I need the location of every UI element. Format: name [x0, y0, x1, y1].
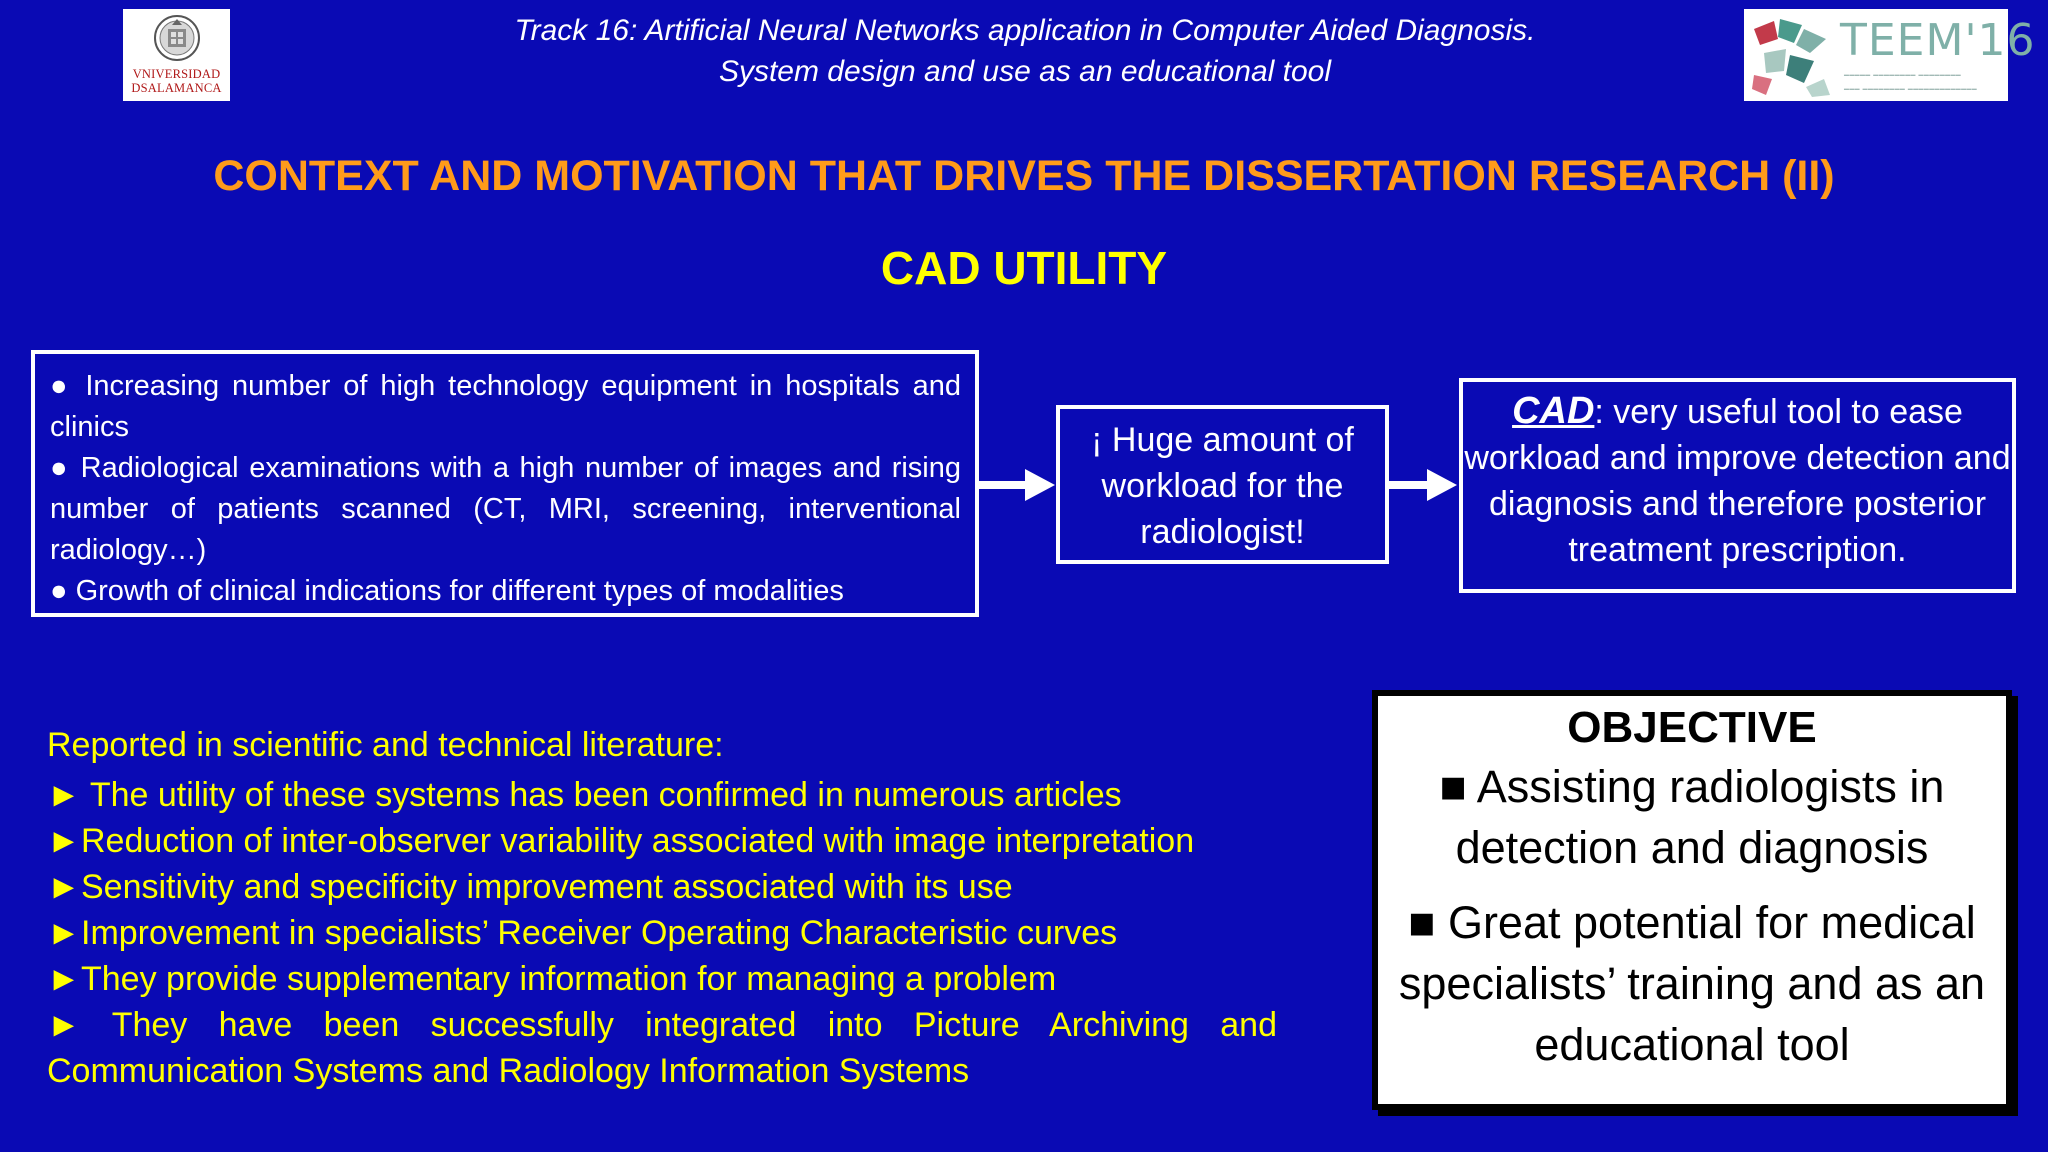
track-header: Track 16: Artificial Neural Networks app… [300, 10, 1750, 92]
university-logo: VNIVERSIDAD DSALAMANCA [123, 9, 230, 101]
context-box: ● Increasing number of high technology e… [31, 350, 979, 617]
objective-item: ■ Great potential for medical specialist… [1398, 897, 1986, 1070]
university-logo-line1: VNIVERSIDAD [132, 67, 221, 81]
objective-item: ■ Assisting radiologists in detection an… [1439, 761, 1945, 873]
context-item: ● Increasing number of high technology e… [50, 370, 961, 443]
track-line-1: Track 16: Artificial Neural Networks app… [514, 14, 1536, 47]
triangle-right-icon: ► [47, 960, 81, 998]
list-item: ►Improvement in specialists’ Receiver Op… [47, 910, 1277, 956]
context-item: ● Growth of clinical indications for dif… [50, 575, 844, 607]
triangle-right-icon: ► [47, 1006, 81, 1044]
conference-logo-tagline-2: ━━━ ━━━━━━━━ ━━━━━━━━━━━━━ [1844, 85, 1978, 94]
triangle-right-icon: ► [47, 868, 81, 906]
teem-emblem-icon [1752, 19, 1830, 97]
list-item: ►They provide supplementary information … [47, 956, 1277, 1002]
conference-logo: TEEM'16 ━━━━━ ━━━━━━━━ ━━━━━━━━ ━━━ ━━━━… [1744, 9, 2035, 101]
arrow-right-icon [979, 469, 1055, 501]
cad-box: CAD: very useful tool to ease workload a… [1459, 378, 2016, 593]
triangle-right-icon: ► [47, 914, 81, 952]
literature-heading: Reported in scientific and technical lit… [47, 726, 724, 764]
cad-description: : very useful tool to ease workload and … [1464, 393, 2011, 569]
literature-list: ► The utility of these systems has been … [47, 772, 1277, 1094]
slide-subtitle: CAD UTILITY [880, 242, 1168, 294]
list-item: ►Reduction of inter-observer variability… [47, 818, 1277, 864]
track-line-2: System design and use as an educational … [718, 55, 1332, 88]
conference-logo-text: TEEM'16 [1840, 15, 2036, 66]
triangle-right-icon: ► [47, 776, 81, 814]
conference-logo-tagline-1: ━━━━━ ━━━━━━━━ ━━━━━━━━ [1844, 71, 1962, 80]
objective-box: OBJECTIVE ■ Assisting radiologists in de… [1372, 690, 2012, 1110]
university-seal-icon [153, 15, 200, 61]
objective-title: OBJECTIVE [1567, 703, 1817, 752]
arrow-right-icon [1389, 469, 1457, 501]
university-logo-line2: DSALAMANCA [131, 81, 222, 95]
slide-title: CONTEXT AND MOTIVATION THAT DRIVES THE D… [213, 152, 1835, 200]
cad-term: CAD [1512, 390, 1595, 432]
list-item: ►Sensitivity and specificity improvement… [47, 864, 1277, 910]
workload-box: ¡ Huge amount of workload for the radiol… [1056, 405, 1389, 564]
context-item: ● Radiological examinations with a high … [50, 452, 961, 566]
list-item: ► They have been successfully integrated… [47, 1002, 1277, 1094]
triangle-right-icon: ► [47, 822, 81, 860]
list-item: ► The utility of these systems has been … [47, 772, 1277, 818]
workload-text: ¡ Huge amount of workload for the radiol… [1091, 421, 1354, 551]
